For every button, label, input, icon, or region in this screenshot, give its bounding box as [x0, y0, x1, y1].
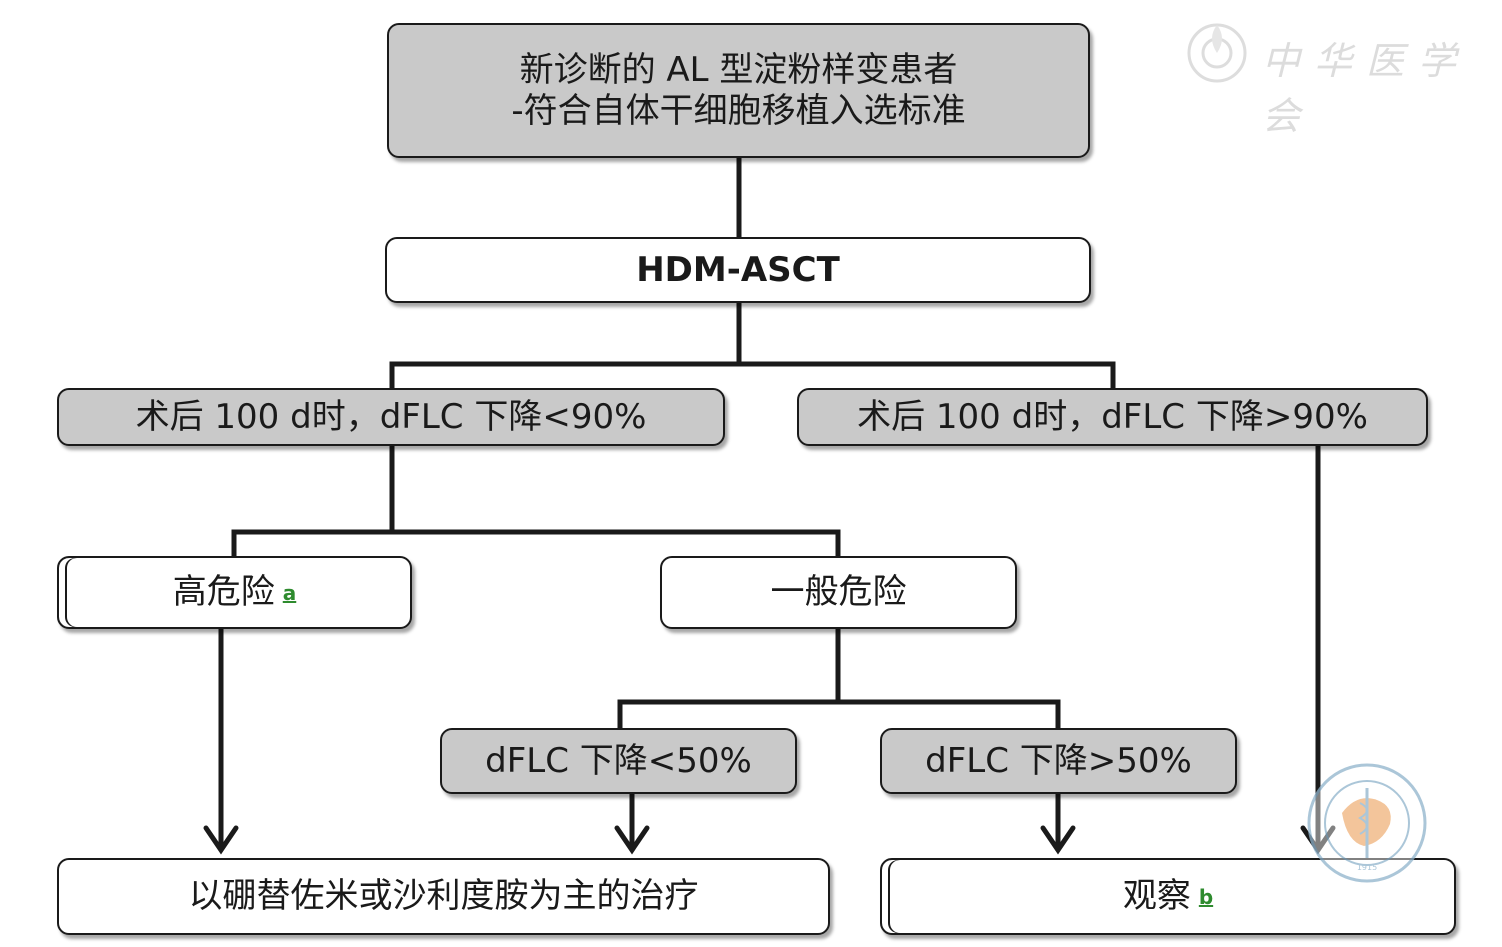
arrowhead-high-risk [203, 825, 239, 855]
root-node: 新诊断的 AL 型淀粉样变患者 -符合自体干细胞移植入选标准 [387, 23, 1090, 158]
general-risk-label: 一般危险 [770, 572, 907, 613]
over90-node: 术后 100 d时，dFLC 下降>90% [797, 388, 1428, 446]
arrowhead-over90 [1300, 825, 1336, 855]
hdm-asct-label: HDM-ASCT [636, 249, 840, 290]
observe-label: 观察 [1122, 876, 1191, 917]
over50-node: dFLC 下降>50% [880, 728, 1237, 794]
observe-note: b [1198, 884, 1214, 909]
treatment-node: 以硼替佐米或沙利度胺为主的治疗 [57, 858, 830, 935]
over90-label: 术后 100 d时，dFLC 下降>90% [857, 396, 1368, 437]
split-risk-line [231, 529, 841, 558]
under90-node: 术后 100 d时，dFLC 下降<90% [57, 388, 725, 446]
split-50-line [617, 699, 1061, 728]
arrowhead-over50 [1040, 825, 1076, 855]
watermark-flower-icon [1187, 23, 1247, 83]
seal-year: 1915 [1357, 863, 1377, 872]
observe-node: 观察 b [880, 858, 1456, 935]
over50-label: dFLC 下降>50% [925, 740, 1192, 781]
general-risk-node: 一般危险 [660, 556, 1017, 629]
split-90-line [389, 361, 1116, 390]
high-risk-label: 高危险 [172, 572, 275, 613]
hdm-asct-node: HDM-ASCT [385, 237, 1091, 303]
under50-node: dFLC 下降<50% [440, 728, 797, 794]
association-seal-icon: 1915 [1307, 763, 1427, 883]
high-risk-note: a [282, 580, 297, 605]
high-risk-node: 高危险 a [57, 556, 412, 629]
root-line1: 新诊断的 AL 型淀粉样变患者 [519, 49, 958, 90]
treatment-label: 以硼替佐米或沙利度胺为主的治疗 [188, 876, 699, 917]
root-line2: -符合自体干细胞移植入选标准 [511, 90, 966, 131]
under50-label: dFLC 下降<50% [485, 740, 752, 781]
arrowhead-under50 [614, 825, 650, 855]
under90-label: 术后 100 d时，dFLC 下降<90% [135, 396, 647, 437]
watermark-text: 中华医学会 [1262, 39, 1471, 138]
